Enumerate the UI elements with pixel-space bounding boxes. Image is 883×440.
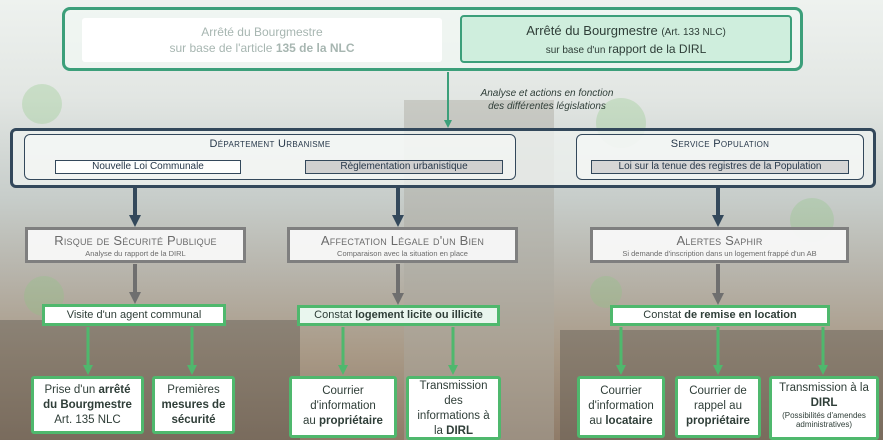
risk-legal-use-box: Affectation Légale d'un Bien Comparaison… xyxy=(287,227,518,263)
risk-public-safety-box: Risque de Sécurité Publique Analyse du r… xyxy=(25,227,246,263)
order-art135-basis: sur base de l'article 135 de la NLC xyxy=(169,41,355,55)
bourgmestre-order-art135-box: Arrêté du Bourgmestre sur base de l'arti… xyxy=(82,18,442,62)
background-decoration xyxy=(590,276,622,308)
outcome-courrier-locataire: Courrier d'information au locataire xyxy=(577,376,665,438)
chip-registres-population: Loi sur la tenue des registres de la Pop… xyxy=(591,160,849,174)
risk-saphir-alerts-box: Alertes Saphir Si demande d'inscription … xyxy=(590,227,849,263)
outcome-mesures-securite: Premières mesures de sécurité xyxy=(152,376,235,434)
service-population-title: Service Population xyxy=(670,138,770,150)
analysis-caption: Analyse et actions en fonction des diffé… xyxy=(480,88,614,112)
outcome-arrete-bourgmestre: Prise d'un arrêté du Bourgmestre Art. 13… xyxy=(31,376,144,434)
background-decoration xyxy=(22,84,62,124)
service-population: Service Population Loi sur la tenue des … xyxy=(576,134,864,180)
department-urbanisme-title: Département Urbanisme xyxy=(209,138,331,150)
chip-nouvelle-loi-communale: Nouvelle Loi Communale xyxy=(55,160,241,174)
chip-reglementation-urbanistique: Règlementation urbanistique xyxy=(305,160,503,174)
action-constat-remise-location: Constat de remise en location xyxy=(610,305,830,326)
outcome-transmission-dirl: Transmission des informations à la DIRL xyxy=(406,376,501,440)
outcome-rappel-proprietaire: Courrier de rappel au propriétaire xyxy=(675,376,761,438)
order-art133-title: Arrêté du Bourgmestre (Art. 133 NLC) xyxy=(526,23,726,38)
action-constat-licite: Constat logement licite ou illicite xyxy=(297,305,500,326)
bourgmestre-order-art133-box: Arrêté du Bourgmestre (Art. 133 NLC) sur… xyxy=(460,15,792,63)
department-urbanisme: Département Urbanisme Nouvelle Loi Commu… xyxy=(24,134,516,180)
order-art135-title: Arrêté du Bourgmestre xyxy=(201,25,323,39)
outcome-courrier-proprietaire: Courrier d'information au propriétaire xyxy=(289,376,397,438)
action-agent-visit: Visite d'un agent communal xyxy=(42,304,226,326)
order-art133-basis: sur base d'un rapport de la DIRL xyxy=(545,42,707,56)
outcome-transmission-dirl-amendes: Transmission à la DIRL (Possibilités d'a… xyxy=(769,376,879,440)
